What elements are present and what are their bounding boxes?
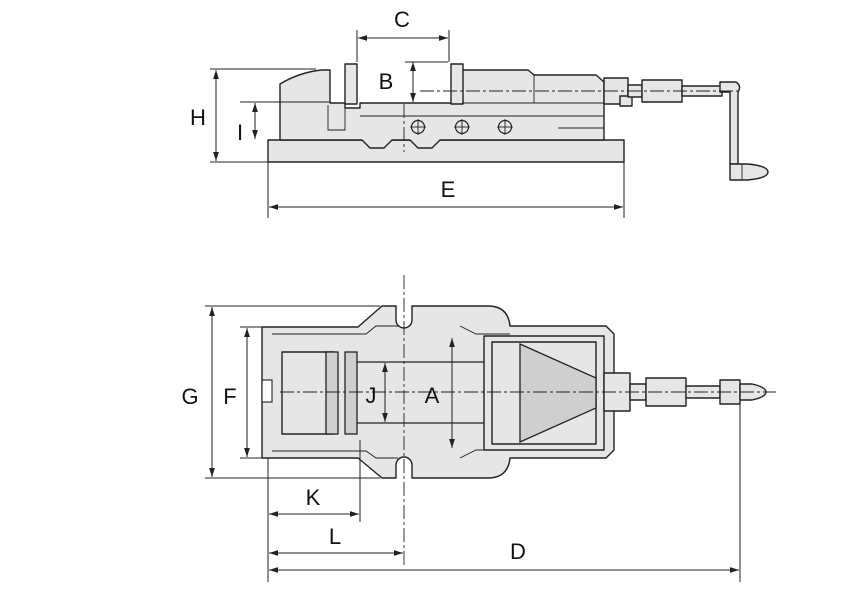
- fixed-jaw: [344, 63, 358, 105]
- label-j: J: [366, 383, 377, 408]
- label-a: A: [425, 383, 440, 408]
- top-view: [205, 275, 776, 582]
- label-f: F: [223, 384, 236, 409]
- movable-jaw: [450, 63, 464, 105]
- fixed-jaw-face: [327, 105, 346, 131]
- label-h: H: [190, 105, 206, 130]
- label-k: K: [306, 485, 321, 510]
- crank-knob: [729, 163, 769, 181]
- label-i: I: [237, 120, 243, 145]
- vise-body: [279, 69, 605, 149]
- label-e: E: [441, 177, 456, 202]
- label-l: L: [329, 524, 341, 549]
- side-view: [210, 30, 769, 218]
- label-b: B: [379, 69, 394, 94]
- label-d: D: [510, 539, 526, 564]
- label-c: C: [394, 7, 410, 32]
- label-g: G: [181, 384, 198, 409]
- base-plate: [267, 139, 625, 163]
- screw-handle-side: [603, 77, 769, 181]
- mounting-holes: [410, 119, 513, 135]
- crank-arm: [719, 81, 741, 165]
